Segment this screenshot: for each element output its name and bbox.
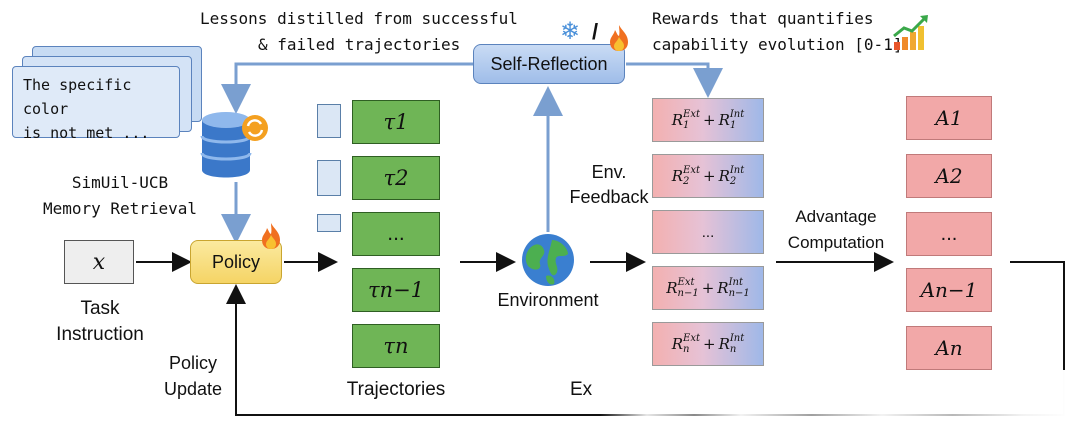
fade-overlay	[600, 370, 1070, 421]
lessons-line-1: Lessons distilled from successful	[200, 9, 518, 28]
advantage-ellipsis-label: ...	[940, 222, 958, 245]
advantage-n-minus-1-label: An−1	[920, 278, 978, 302]
memory-label: SimUil-UCB Memory Retrieval	[30, 170, 210, 222]
policy-update-line-2: Update	[163, 379, 223, 399]
advantage-2: A2	[906, 154, 992, 198]
advantage-ellipsis: ...	[906, 212, 992, 256]
rewards-line-2: capability evolution [0-1]	[652, 35, 903, 54]
slash-divider: /	[592, 19, 599, 44]
advantage-1-label: A1	[935, 106, 963, 130]
advantage-2-label: A2	[935, 164, 963, 188]
trajectory-2-label: τ2	[383, 166, 409, 190]
arrow-reflection-to-memory	[221, 62, 474, 114]
memory-note-line-1: The specific color	[23, 76, 132, 118]
task-label: Task Instruction	[40, 296, 160, 348]
lessons-text: Lessons distilled from successful & fail…	[200, 6, 518, 58]
advantage-label-line-2: Computation	[787, 233, 885, 252]
trajectories-label: Trajectories	[346, 379, 446, 400]
task-label-line-2: Instruction	[56, 324, 144, 345]
trajectory-n-label: τn	[383, 334, 409, 358]
policy-update-label: Policy Update	[150, 350, 236, 402]
memory-note: The specific color is not met ...	[12, 66, 180, 142]
rewards-line-1: Rewards that quantifies	[652, 9, 874, 28]
self-reflection-box: Self-Reflection	[473, 44, 625, 84]
reward-ellipsis-label: ...	[701, 223, 715, 241]
env-feedback-label: Env. Feedback	[566, 160, 652, 210]
trajectory-1-label: τ1	[383, 110, 409, 134]
rewards-text: Rewards that quantifies capability evolu…	[652, 6, 902, 58]
trajectory-ellipsis: ...	[352, 212, 440, 256]
environment-label: Environment	[497, 290, 599, 310]
advantage-label: Advantage Computation	[774, 204, 898, 256]
trajectory-n-minus-1-label: τn−1	[367, 278, 425, 302]
advantage-n-label: An	[935, 336, 963, 360]
database-icon	[200, 110, 276, 189]
advantage-label-line-1: Advantage	[795, 207, 877, 226]
reward-plus: +	[702, 167, 716, 185]
advantage-1: A1	[906, 96, 992, 140]
trajectory-bar-3	[317, 214, 341, 232]
arrow-reflection-to-rewards	[626, 62, 723, 98]
advantage-n-minus-1: An−1	[906, 268, 992, 312]
task-symbol: x	[92, 249, 106, 275]
bottom-partial-text: Ex	[570, 379, 593, 400]
memory-note-line-2: is not met ...	[23, 124, 150, 142]
trajectory-bar-2	[317, 160, 341, 196]
env-feedback-line-2: Feedback	[569, 187, 649, 207]
trajectory-2: τ2	[352, 156, 440, 200]
reward-plus: +	[702, 335, 716, 353]
policy-label: Policy	[211, 251, 260, 272]
memory-label-line-2: Memory Retrieval	[42, 199, 198, 218]
self-reflection-label: Self-Reflection	[490, 53, 608, 74]
task-box: x	[64, 240, 134, 284]
trajectory-n-minus-1: τn−1	[352, 268, 440, 312]
trajectory-n: τn	[352, 324, 440, 368]
advantage-n: An	[906, 326, 992, 370]
env-feedback-line-1: Env.	[591, 162, 627, 182]
globe-icon	[520, 232, 576, 293]
reward-ellipsis: ...	[652, 210, 764, 254]
trajectory-bar-1	[317, 104, 341, 138]
policy-update-line-1: Policy	[168, 353, 217, 373]
reward-plus: +	[701, 279, 715, 297]
trajectory-ellipsis-label: ...	[387, 222, 405, 245]
fire-icon	[608, 24, 630, 57]
snowflake-icon: ❄	[560, 18, 581, 45]
reward-plus: +	[702, 111, 716, 129]
trajectory-1: τ1	[352, 100, 440, 144]
rising-chart-icon	[890, 12, 932, 59]
policy-box: Policy	[190, 240, 282, 284]
lessons-line-2: & failed trajectories	[258, 35, 461, 54]
memory-label-line-1: SimUil-UCB	[71, 173, 169, 192]
policy-fire-icon	[260, 222, 282, 255]
task-label-line-1: Task	[80, 298, 120, 319]
